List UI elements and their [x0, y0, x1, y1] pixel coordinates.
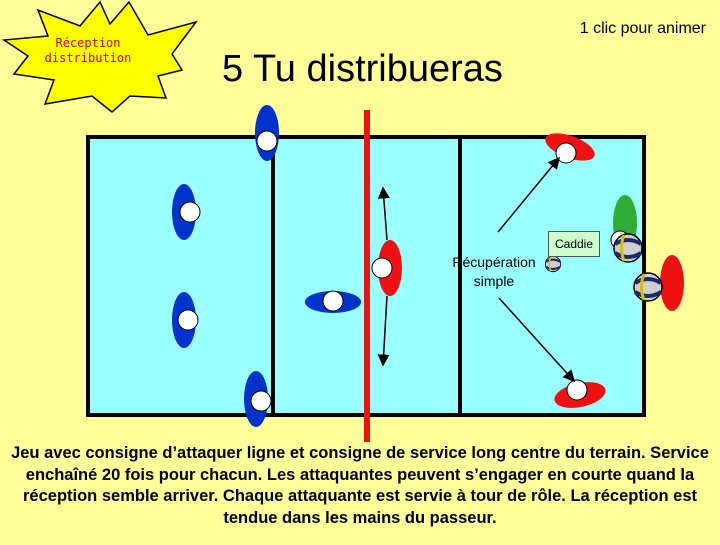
- player-marker-red-2: [545, 133, 595, 164]
- badge-label: Réception distribution: [38, 36, 138, 66]
- volleyball-icon: [632, 271, 664, 303]
- badge-line-1: Réception: [55, 36, 121, 50]
- arrow-down: [377, 295, 390, 367]
- caption: Jeu avec consigne d’attaquer ligne et co…: [11, 444, 709, 527]
- player-marker-blue-4: [244, 371, 272, 427]
- caddie-label: Caddie: [548, 231, 600, 257]
- recuperation-line-1: Récupération: [452, 254, 536, 270]
- player-marker-blue-setter: [305, 290, 361, 313]
- recuperation-label: Récupération simple: [430, 253, 558, 291]
- badge-line-2: distribution: [44, 51, 132, 65]
- animation-hint: 1 clic pour animer: [579, 20, 706, 37]
- player-marker-red-1: [371, 240, 402, 296]
- arrow-to-front-player: [497, 156, 560, 233]
- player-marker-blue-2: [172, 184, 201, 240]
- player-marker-red-3: [554, 379, 606, 408]
- arrow-up: [377, 186, 390, 241]
- volleyball-icon: [612, 232, 644, 264]
- arrow-to-back-player: [498, 297, 576, 383]
- starburst-badge-icon: [1, 0, 198, 113]
- player-marker-blue-3: [172, 292, 199, 348]
- slide-title: 5 Tu distribueras: [222, 48, 503, 90]
- recuperation-line-2: simple: [473, 273, 515, 289]
- player-marker-blue-1: [255, 105, 279, 161]
